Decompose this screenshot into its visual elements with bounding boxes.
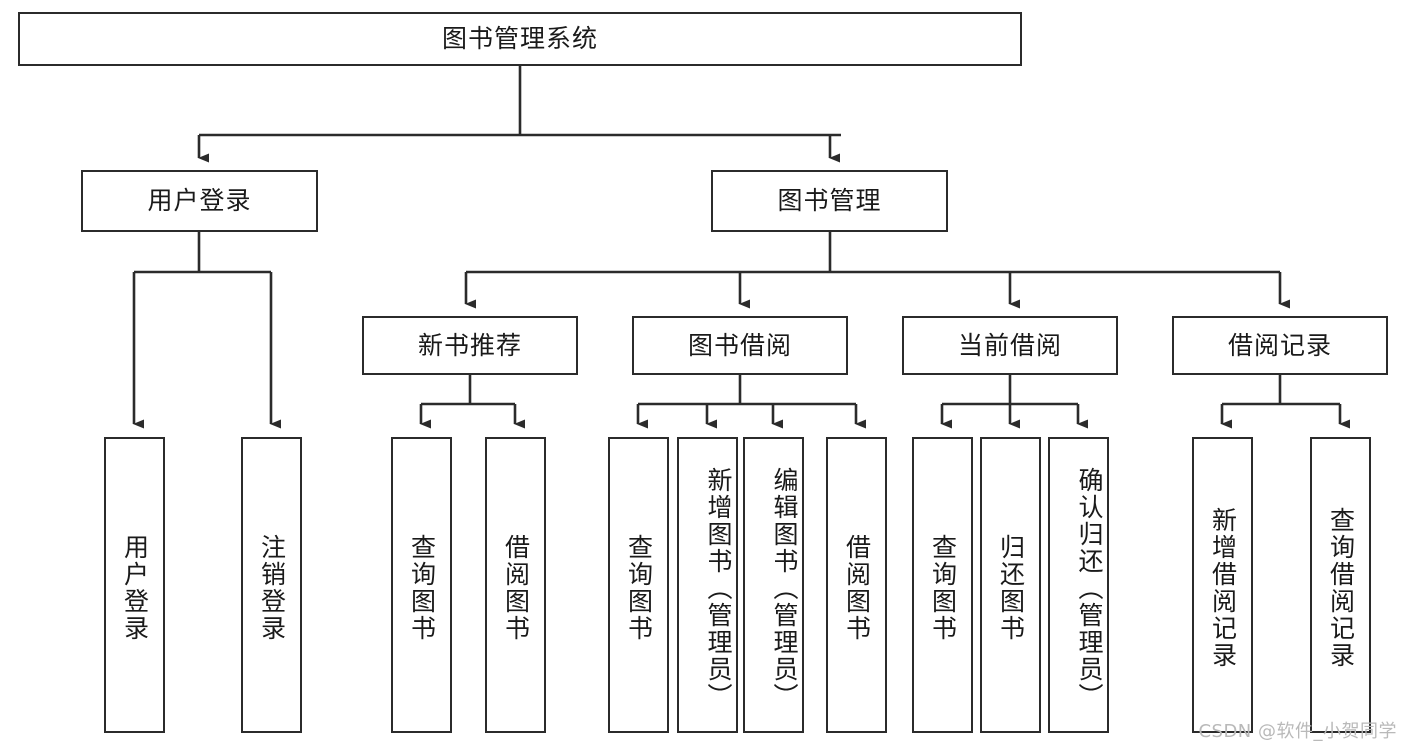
leaf-borrow-query-book[interactable]: 查询图书: [608, 437, 669, 733]
leaf-label: 查询图书: [407, 534, 437, 642]
leaf-label: 查询图书: [928, 534, 958, 642]
leaf-current-query-book[interactable]: 查询图书: [912, 437, 973, 733]
node-root[interactable]: 图书管理系统: [18, 12, 1022, 66]
leaf-label: 用户登录: [120, 534, 150, 642]
leaf-label: 确认归还（管理员）: [1075, 466, 1104, 710]
leaf-current-return-book[interactable]: 归还图书: [980, 437, 1041, 733]
leaf-label: 归还图书: [996, 534, 1026, 642]
node-book-management-label: 图书管理: [777, 186, 882, 216]
node-current-borrow[interactable]: 当前借阅: [902, 316, 1118, 375]
node-root-label: 图书管理系统: [441, 24, 598, 54]
leaf-record-add-record[interactable]: 新增借阅记录: [1192, 437, 1253, 733]
watermark: CSDN @软件_小贺同学: [1198, 721, 1397, 742]
node-borrow-record-label: 借阅记录: [1227, 330, 1332, 360]
leaf-recommend-query-book[interactable]: 查询图书: [391, 437, 452, 733]
leaf-record-query-record[interactable]: 查询借阅记录: [1310, 437, 1371, 733]
leaf-label: 编辑图书（管理员）: [770, 466, 799, 710]
leaf-borrow-edit-book-admin[interactable]: 编辑图书（管理员）: [743, 437, 804, 733]
node-user-login-label: 用户登录: [147, 186, 252, 216]
leaf-user-login-login[interactable]: 用户登录: [104, 437, 165, 733]
node-user-login[interactable]: 用户登录: [81, 170, 318, 232]
leaf-borrow-borrow-book[interactable]: 借阅图书: [826, 437, 887, 733]
leaf-label: 新增图书（管理员）: [704, 466, 733, 710]
node-new-book-recommend-label: 新书推荐: [417, 330, 522, 360]
leaf-label: 新增借阅记录: [1208, 507, 1238, 669]
leaf-user-login-logout[interactable]: 注销登录: [241, 437, 302, 733]
node-new-book-recommend[interactable]: 新书推荐: [362, 316, 578, 375]
leaf-current-confirm-return-admin[interactable]: 确认归还（管理员）: [1048, 437, 1109, 733]
leaf-label: 借阅图书: [842, 534, 872, 642]
leaf-label: 查询借阅记录: [1326, 507, 1356, 669]
leaf-recommend-borrow-book[interactable]: 借阅图书: [485, 437, 546, 733]
node-book-borrow[interactable]: 图书借阅: [632, 316, 848, 375]
leaf-borrow-add-book-admin[interactable]: 新增图书（管理员）: [677, 437, 738, 733]
node-book-borrow-label: 图书借阅: [687, 330, 792, 360]
leaf-label: 注销登录: [257, 534, 287, 642]
node-current-borrow-label: 当前借阅: [957, 330, 1062, 360]
node-book-management[interactable]: 图书管理: [711, 170, 948, 232]
leaf-label: 查询图书: [624, 534, 654, 642]
leaf-label: 借阅图书: [501, 534, 531, 642]
node-borrow-record[interactable]: 借阅记录: [1172, 316, 1388, 375]
